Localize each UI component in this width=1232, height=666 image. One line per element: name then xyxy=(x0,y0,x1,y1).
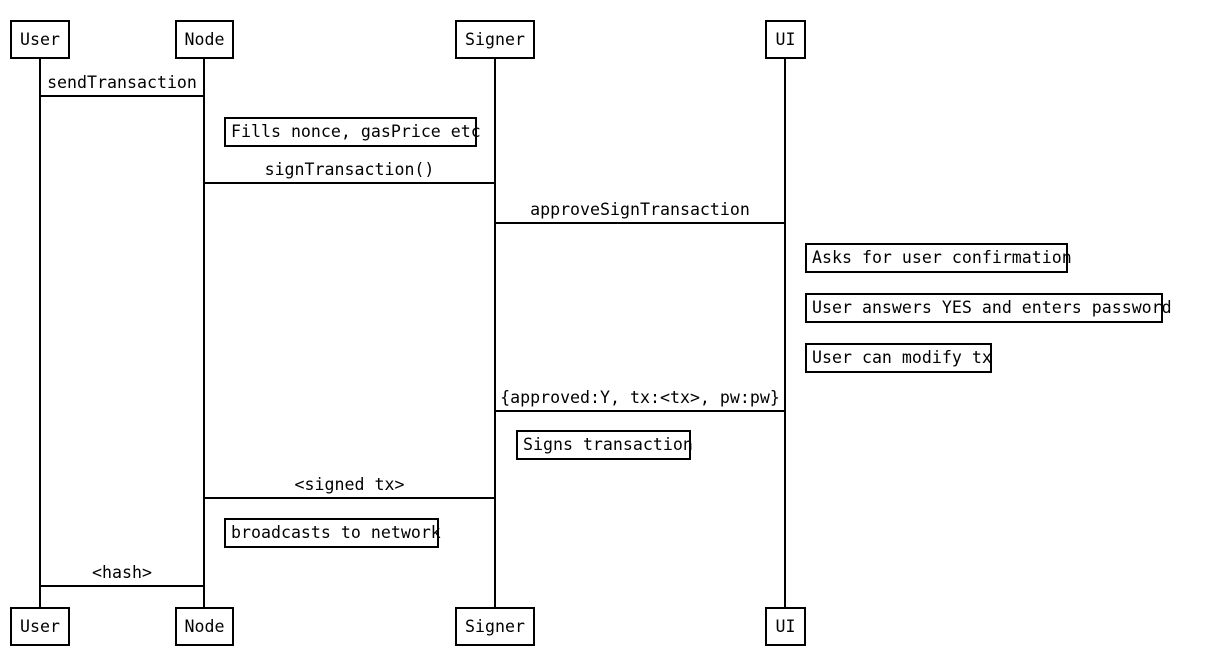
note-box-3: User can modify tx xyxy=(805,343,992,373)
actor-box-ui-top: UI xyxy=(765,20,806,59)
actor-box-signer-bottom: Signer xyxy=(455,607,535,646)
note-box-4: Signs transaction xyxy=(516,430,693,460)
lifeline-ui xyxy=(784,59,786,607)
note-box-1: Asks for user confirmation xyxy=(805,243,1072,273)
note-box-5: broadcasts to network xyxy=(224,518,441,548)
message-label-5: <hash> xyxy=(92,563,152,582)
message-label-0: sendTransaction xyxy=(47,73,197,92)
message-label-2: approveSignTransaction xyxy=(530,200,750,219)
actor-box-node-top: Node xyxy=(175,20,234,59)
message-line-4 xyxy=(204,497,495,499)
message-line-5 xyxy=(40,585,204,587)
message-line-0 xyxy=(40,95,204,97)
note-box-2: User answers YES and enters password xyxy=(805,293,1172,323)
actor-box-ui-bottom: UI xyxy=(765,607,806,646)
lifeline-user xyxy=(39,59,41,607)
message-label-4: <signed tx> xyxy=(294,475,405,494)
actor-box-user-top: User xyxy=(10,20,70,59)
message-line-1 xyxy=(204,182,495,184)
message-label-3: {approved:Y, tx:<tx>, pw:pw} xyxy=(500,388,780,407)
lifeline-node xyxy=(203,59,205,607)
message-label-1: signTransaction() xyxy=(264,160,435,179)
actor-box-signer-top: Signer xyxy=(455,20,535,59)
lifeline-signer xyxy=(494,59,496,607)
actor-box-node-bottom: Node xyxy=(175,607,234,646)
actor-box-user-bottom: User xyxy=(10,607,70,646)
message-line-2 xyxy=(495,222,785,224)
message-line-3 xyxy=(495,410,785,412)
note-box-0: Fills nonce, gasPrice etc xyxy=(224,117,481,147)
